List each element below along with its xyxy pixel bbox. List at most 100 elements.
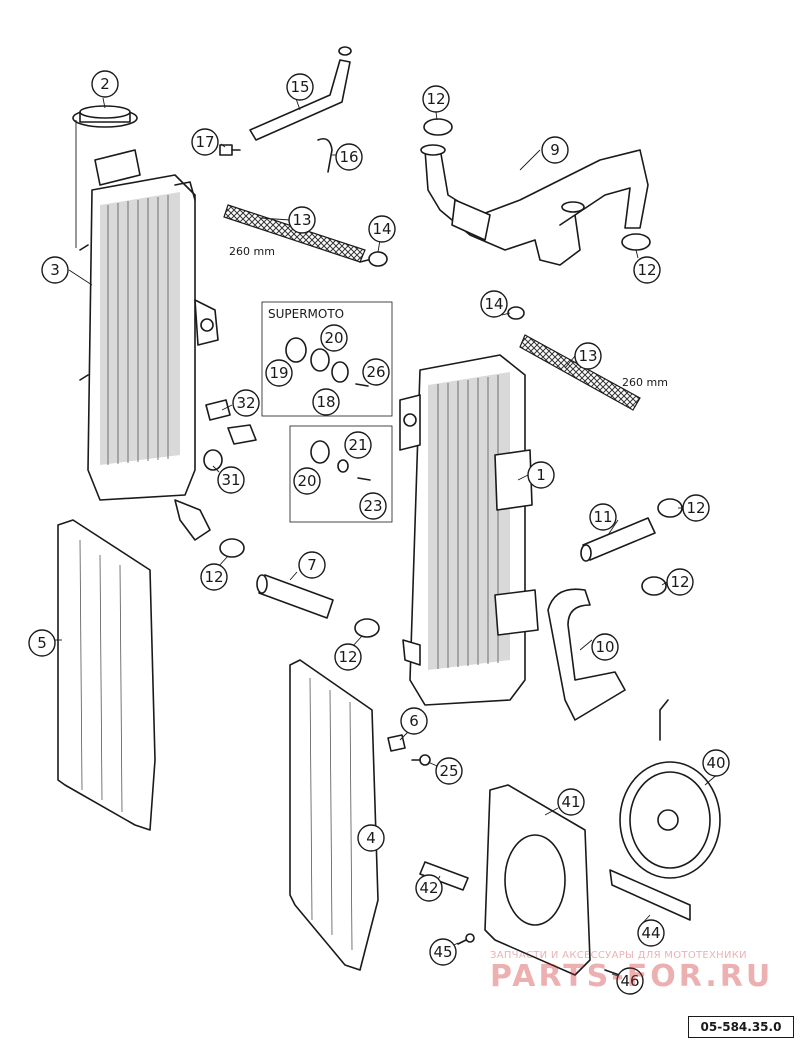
svg-text:19: 19 (269, 364, 288, 382)
svg-text:12: 12 (686, 499, 705, 517)
svg-text:2: 2 (100, 75, 110, 93)
dimension-label-right: 260 mm (622, 376, 668, 389)
radiator-right (399, 354, 539, 706)
svg-text:20: 20 (297, 472, 316, 490)
svg-text:1: 1 (536, 466, 546, 484)
clamp-12-left (219, 538, 245, 558)
radiator-left (79, 149, 219, 541)
callout-12b: 12 (633, 256, 661, 284)
svg-text:12: 12 (670, 573, 689, 591)
clamp-14-top (359, 251, 388, 267)
clamp-14-right (507, 306, 525, 320)
svg-text:13: 13 (292, 211, 311, 229)
diagram-code: 05-584.35.0 (688, 1016, 794, 1038)
svg-text:3: 3 (50, 261, 60, 279)
svg-text:17: 17 (195, 133, 214, 151)
callout-32: 32 (232, 389, 260, 417)
callout-19: 19 (265, 359, 293, 387)
fan-40 (619, 699, 721, 879)
callout-1: 1 (527, 461, 555, 489)
svg-text:32: 32 (236, 394, 255, 412)
svg-text:14: 14 (484, 295, 503, 313)
callout-23: 23 (359, 492, 387, 520)
svg-text:12: 12 (426, 90, 445, 108)
hose-7 (256, 574, 334, 619)
screw-25 (411, 754, 431, 766)
callout-10: 10 (591, 633, 619, 661)
callout-7: 7 (298, 551, 326, 579)
callout-14a: 14 (368, 215, 396, 243)
svg-text:5: 5 (37, 634, 47, 652)
svg-text:40: 40 (706, 754, 725, 772)
clamp-12-top (423, 118, 453, 136)
svg-text:6: 6 (409, 712, 419, 730)
dimension-label-top: 260 mm (229, 245, 275, 258)
callout-12f: 12 (666, 568, 694, 596)
svg-text:18: 18 (316, 393, 335, 411)
svg-text:4: 4 (366, 829, 376, 847)
clamp-12-right-top (621, 233, 651, 251)
supermoto-label: SUPERMOTO (268, 307, 344, 321)
watermark: ЗАПЧАСТИ И АКСЕССУАРЫ ДЛЯ МОТОТЕХНИКИ PA… (490, 950, 790, 994)
supermoto-group: SUPERMOTO (261, 301, 393, 417)
callout-12e: 12 (682, 494, 710, 522)
callout-31: 31 (217, 466, 245, 494)
sleeve-42 (419, 861, 469, 891)
callout-13a: 13 (288, 206, 316, 234)
shroud-4 (289, 659, 379, 971)
svg-text:12: 12 (637, 261, 656, 279)
callout-44: 44 (637, 919, 665, 947)
callout-16: 16 (335, 143, 363, 171)
svg-text:20: 20 (324, 329, 343, 347)
screw-45 (457, 933, 475, 945)
svg-text:9: 9 (550, 141, 560, 159)
callout-46: 46 (616, 967, 644, 995)
callout-25: 25 (435, 757, 463, 785)
svg-text:26: 26 (366, 363, 385, 381)
svg-text:12: 12 (338, 648, 357, 666)
svg-text:14: 14 (372, 220, 391, 238)
svg-text:44: 44 (641, 924, 660, 942)
hose-10 (547, 588, 626, 721)
callout-11: 11 (589, 503, 617, 531)
callout-3: 3 (41, 256, 69, 284)
clamp-12-mid (354, 618, 380, 638)
svg-text:21: 21 (348, 436, 367, 454)
svg-text:13: 13 (578, 347, 597, 365)
callout-6: 6 (400, 707, 428, 735)
screw-17 (219, 144, 241, 156)
shroud-5 (57, 519, 156, 831)
callout-5: 5 (28, 629, 56, 657)
supermoto-sub-group (289, 425, 393, 523)
svg-text:46: 46 (620, 972, 639, 990)
callout-18: 18 (312, 388, 340, 416)
callout-12d: 12 (334, 643, 362, 671)
callout-26: 26 (362, 358, 390, 386)
svg-text:41: 41 (561, 793, 580, 811)
seal-31 (203, 449, 223, 471)
clamp-12-r2 (641, 576, 667, 596)
callout-13b: 13 (574, 342, 602, 370)
switch-32 (205, 399, 257, 445)
fan-bracket-41 (484, 784, 591, 976)
callout-40: 40 (702, 749, 730, 777)
callout-42: 42 (415, 874, 443, 902)
callout-20a: 20 (320, 324, 348, 352)
callout-45: 45 (429, 938, 457, 966)
hose-13-right (519, 334, 641, 411)
callout-41: 41 (557, 788, 585, 816)
hose-11 (580, 517, 656, 562)
watermark-tagline: ЗАПЧАСТИ И АКСЕССУАРЫ ДЛЯ МОТОТЕХНИКИ (490, 950, 747, 961)
callout-12a: 12 (422, 85, 450, 113)
svg-text:10: 10 (595, 638, 614, 656)
hose-9 (420, 144, 649, 266)
svg-text:23: 23 (363, 497, 382, 515)
svg-text:11: 11 (593, 508, 612, 526)
svg-text:12: 12 (204, 568, 223, 586)
svg-text:25: 25 (439, 762, 458, 780)
callout-20b: 20 (293, 467, 321, 495)
svg-text:7: 7 (307, 556, 317, 574)
callout-15: 15 (286, 73, 314, 101)
callout-14b: 14 (480, 290, 508, 318)
